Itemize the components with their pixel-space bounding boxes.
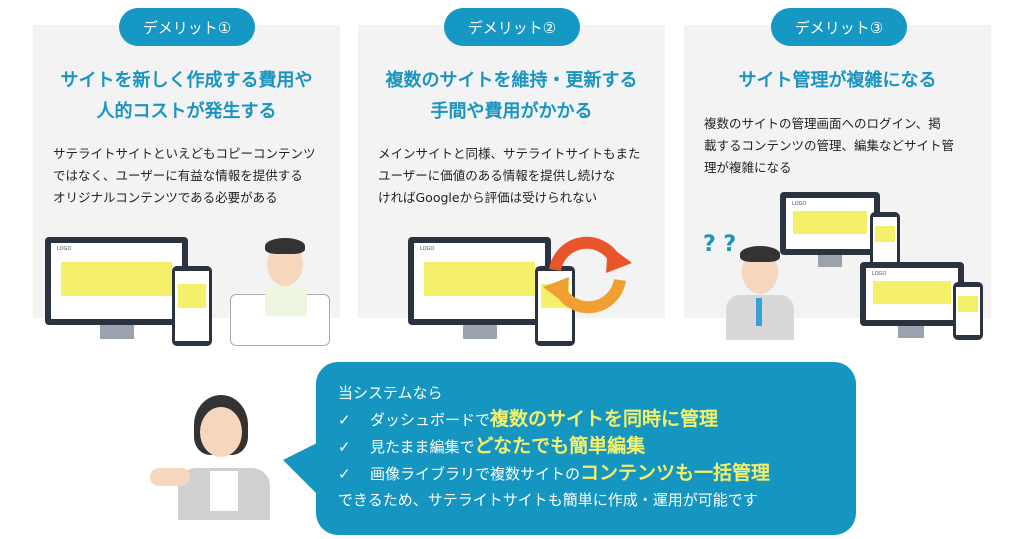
demerit-badge-3: デメリット③ [771, 8, 907, 46]
demerit-badge-2: デメリット② [444, 8, 580, 46]
logo-text: LOGO [57, 246, 72, 252]
monitor-illustration: LOGO [45, 237, 188, 325]
feature-highlight: コンテンツも一括管理 [580, 462, 771, 484]
monitor-stand [100, 325, 134, 339]
card-title: サイト管理が複雑になる [684, 65, 991, 96]
title-line: 手間や費用がかかる [430, 101, 593, 122]
feature-item: ✓ ダッシュボードで複数のサイトを同時に管理 [338, 406, 856, 433]
man-with-glasses-illustration [225, 236, 335, 346]
demerit-badge-1: デメリット① [119, 8, 255, 46]
monitor-stand [818, 255, 842, 267]
check-icon: ✓ [338, 411, 351, 429]
monitor-stand [898, 326, 924, 338]
feature-item: ✓ 画像ライブラリで複数サイトのコンテンツも一括管理 [338, 460, 856, 487]
solution-speech-bubble: 当システムなら ✓ ダッシュボードで複数のサイトを同時に管理 ✓ 見たまま編集でどな… [316, 362, 856, 535]
title-line: サイト管理が複雑になる [738, 70, 937, 91]
question-marks: ? ? [703, 232, 737, 257]
feature-highlight: 複数のサイトを同時に管理 [490, 408, 719, 430]
body-line: サテライトサイトといえどもコピーコンテンツ [53, 146, 316, 161]
card-body: サテライトサイトといえどもコピーコンテンツではなく、ユーザーに有益な情報を提供す… [53, 143, 333, 209]
phone-illustration [953, 282, 983, 340]
body-line: 載するコンテンツの管理、編集などサイト管 [704, 138, 955, 153]
phone-illustration [172, 266, 212, 346]
title-line: 人的コストが発生する [96, 101, 277, 122]
woman-presenter-illustration [150, 393, 275, 520]
monitor-illustration: LOGO [408, 237, 551, 325]
demerit-card-3: サイト管理が複雑になる 複数のサイトの管理画面へのログイン、掲載するコンテンツの… [684, 25, 991, 318]
monitor-illustration: LOGO [860, 262, 964, 326]
phone-illustration [870, 212, 900, 270]
monitor-stand [463, 325, 497, 339]
card-title: サイトを新しく作成する費用や人的コストが発生する [33, 65, 340, 127]
feature-text: ダッシュボードで [370, 411, 491, 429]
logo-text: LOGO [420, 246, 435, 252]
refresh-cycle-icon [543, 236, 632, 314]
title-line: 複数のサイトを維持・更新する [385, 70, 638, 91]
confused-man-illustration [720, 240, 800, 340]
feature-text: 画像ライブラリで複数サイトの [370, 465, 581, 483]
logo-text: LOGO [792, 201, 807, 207]
card-body: 複数のサイトの管理画面へのログイン、掲載するコンテンツの管理、編集などサイト管理… [704, 113, 984, 179]
card-body: メインサイトと同様、サテライトサイトもまたユーザーに価値のある情報を提供し続けな… [378, 143, 658, 209]
monitor-illustration: LOGO [780, 192, 880, 255]
body-line: 複数のサイトの管理画面へのログイン、掲 [704, 116, 941, 131]
card-title: 複数のサイトを維持・更新する手間や費用がかかる [358, 65, 665, 127]
body-line: 理が複雑になる [704, 160, 792, 175]
check-icon: ✓ [338, 438, 351, 456]
body-line: ユーザーに価値のある情報を提供し続けな [378, 168, 616, 183]
feature-item: ✓ 見たまま編集でどなたでも簡単編集 [338, 433, 856, 460]
title-line: サイトを新しく作成する費用や [60, 70, 313, 91]
feature-text: 見たまま編集で [370, 438, 475, 456]
logo-text: LOGO [872, 271, 887, 277]
bubble-intro: 当システムなら [338, 384, 443, 402]
check-icon: ✓ [338, 465, 351, 483]
feature-highlight: どなたでも簡単編集 [474, 435, 646, 457]
body-line: ければGoogleから評価は受けられない [378, 190, 598, 205]
body-line: ではなく、ユーザーに有益な情報を提供する [53, 168, 303, 183]
bubble-outro: できるため、サテライトサイトも簡単に作成・運用が可能です [338, 491, 758, 509]
body-line: オリジナルコンテンツである必要がある [53, 190, 278, 205]
body-line: メインサイトと同様、サテライトサイトもまた [378, 146, 641, 161]
